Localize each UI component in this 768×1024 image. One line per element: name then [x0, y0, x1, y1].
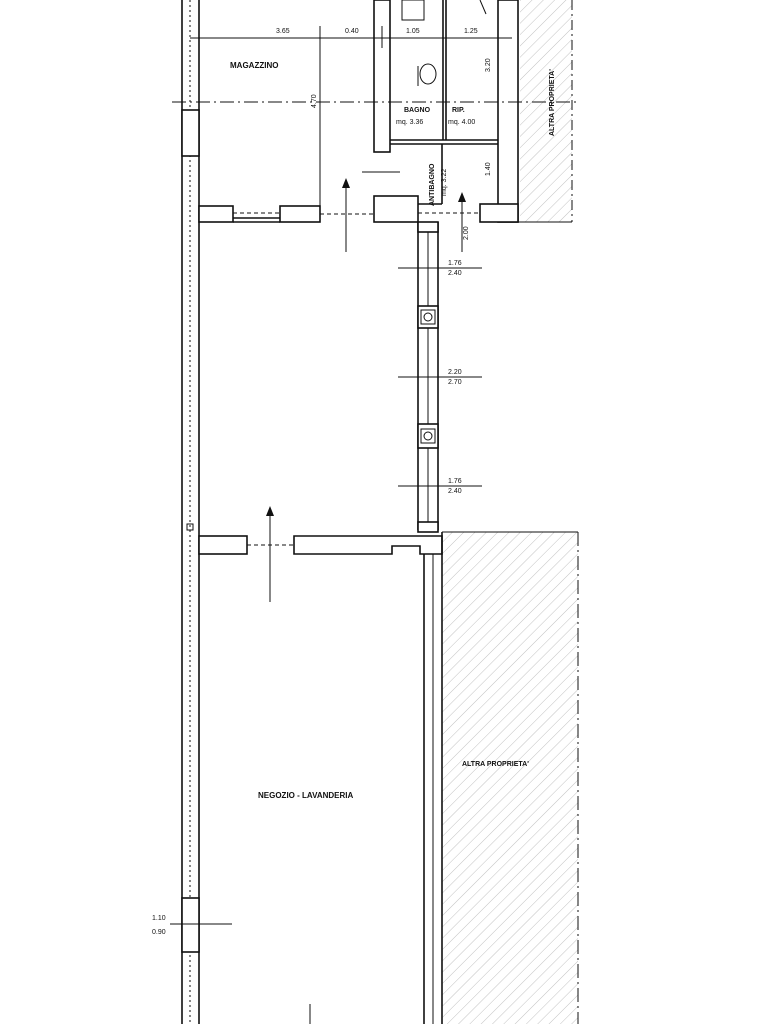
- dim-3-65: 3.65: [276, 28, 290, 35]
- negozio-walls: [170, 531, 579, 1024]
- room-label-rip: RIP.: [452, 107, 465, 114]
- dim-1-05: 1.05: [406, 28, 420, 35]
- top-walls: [172, 0, 580, 223]
- altra-proprieta-mid-area: [442, 532, 578, 1024]
- window-dim-2-bot: 2.70: [448, 379, 462, 386]
- window-dim-1-bot: 2.40: [448, 270, 462, 277]
- dim-4-70: 4.70: [311, 94, 318, 108]
- window-dim-2-top: 2.20: [448, 369, 462, 376]
- corridor-walls: [186, 171, 482, 602]
- room-label-magazzino: MAGAZZINO: [230, 61, 278, 70]
- room-area-antibagno: mq. 3.22: [441, 169, 448, 196]
- room-area-rip: mq. 4.00: [448, 119, 475, 126]
- dim-0-40: 0.40: [345, 28, 359, 35]
- altra-proprieta-top-area: [520, 0, 572, 222]
- room-label-antibagno: ANTIBAGNO: [429, 163, 436, 206]
- dim-1-40: 1.40: [485, 162, 492, 176]
- room-label-bagno: BAGNO: [404, 107, 431, 114]
- room-label-negozio: NEGOZIO - LAVANDERIA: [258, 791, 353, 800]
- dim-3-20: 3.20: [485, 58, 492, 72]
- label-altra-proprieta-top: ALTRA PROPRIETA': [549, 69, 556, 136]
- window-dim-1-top: 1.76: [448, 260, 462, 267]
- left-outer-wall: [181, 0, 200, 1024]
- dim-2-00: 2.00: [463, 226, 470, 240]
- dim-1-25: 1.25: [464, 28, 478, 35]
- window-dim-3-bot: 2.40: [448, 488, 462, 495]
- window-dim-4-top: 1.10: [152, 915, 166, 922]
- label-altra-proprieta-mid: ALTRA PROPRIETA': [462, 761, 529, 768]
- window-dim-3-top: 1.76: [448, 478, 462, 485]
- room-area-bagno: mq. 3.36: [396, 119, 423, 126]
- window-dim-4-bot: 0.90: [152, 929, 166, 936]
